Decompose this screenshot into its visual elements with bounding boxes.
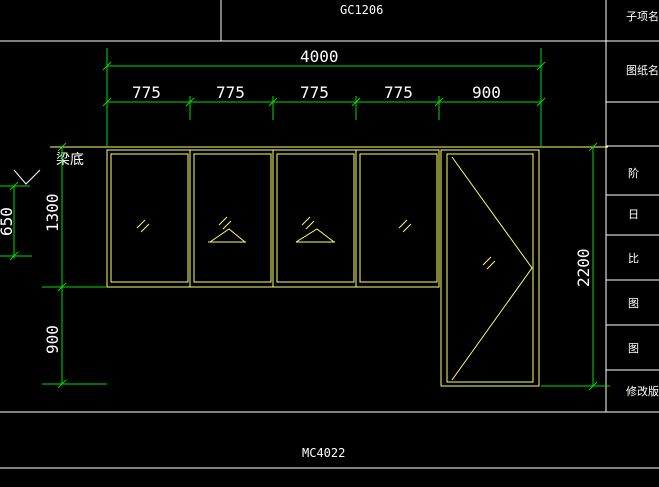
sash-open-indicator-2 bbox=[209, 228, 246, 243]
window-pane-4 bbox=[359, 153, 438, 283]
sash-open-indicator-3 bbox=[295, 228, 335, 243]
title-block-row-0: 子项名称 bbox=[626, 9, 659, 23]
dim-segment-1: 775 bbox=[132, 83, 161, 102]
glass-mark bbox=[398, 219, 408, 229]
glass-mark bbox=[136, 219, 146, 229]
dim-tick bbox=[57, 142, 67, 152]
title-block-row-7: 修改版次 bbox=[626, 384, 659, 398]
window-pane-3 bbox=[276, 153, 355, 283]
dim-segment-4: 775 bbox=[384, 83, 413, 102]
dim-tick bbox=[9, 181, 19, 191]
dim-tick bbox=[57, 379, 67, 389]
glass-mark bbox=[301, 216, 311, 226]
dim-segment-2: 775 bbox=[216, 83, 245, 102]
title-block-row-6: 图 bbox=[628, 342, 639, 355]
title-block-row-4: 比 bbox=[628, 252, 639, 265]
title-block-labels: 子项名称 图纸名称 阶 日 比 图 图 修改版次 bbox=[626, 9, 659, 398]
drawing-frame bbox=[0, 0, 659, 469]
beam-bottom-label: 梁底 bbox=[56, 152, 84, 168]
dim-left-1300: 1300 bbox=[43, 193, 62, 232]
glass-mark bbox=[402, 223, 412, 233]
dim-tick bbox=[588, 142, 598, 152]
title-block-row-1: 图纸名称 bbox=[626, 63, 659, 77]
dim-overall-width: 4000 bbox=[300, 47, 339, 66]
glass-mark bbox=[305, 220, 315, 230]
dimension-lines bbox=[0, 48, 610, 391]
window-frame bbox=[106, 149, 540, 387]
dim-tick bbox=[9, 251, 19, 261]
dim-left-900: 900 bbox=[43, 325, 62, 354]
dim-tick bbox=[102, 97, 112, 107]
title-block-row-5: 图 bbox=[628, 297, 639, 310]
dim-tick bbox=[57, 282, 67, 292]
window-pane-2 bbox=[193, 153, 272, 283]
title-block bbox=[606, 40, 659, 371]
glass-mark bbox=[482, 256, 492, 266]
dim-left-650: 650 bbox=[0, 207, 16, 236]
dim-tick bbox=[268, 97, 278, 107]
bottom-code-label: MC4022 bbox=[302, 446, 345, 460]
beam-marker-triangle bbox=[13, 169, 41, 185]
window-pane-1 bbox=[110, 153, 189, 283]
top-code-label: GC1206 bbox=[340, 3, 383, 17]
title-block-row-2: 阶 bbox=[628, 166, 639, 180]
dim-tick bbox=[351, 97, 361, 107]
door-outer bbox=[440, 149, 540, 387]
dim-tick bbox=[536, 61, 546, 71]
door-swing-indicator bbox=[451, 156, 533, 381]
glass-mark bbox=[140, 223, 150, 233]
dim-tick bbox=[102, 61, 112, 71]
dim-tick bbox=[536, 97, 546, 107]
dim-tick bbox=[185, 97, 195, 107]
glass-mark bbox=[222, 220, 232, 230]
glass-mark bbox=[218, 216, 228, 226]
dim-segment-3: 775 bbox=[300, 83, 329, 102]
dim-tick bbox=[588, 381, 598, 391]
dim-right-2200: 2200 bbox=[574, 248, 593, 287]
door-inner bbox=[446, 153, 534, 383]
dim-tick bbox=[434, 97, 444, 107]
glass-mark bbox=[486, 260, 496, 270]
title-block-row-3: 日 bbox=[628, 208, 639, 221]
dim-segment-5: 900 bbox=[472, 83, 501, 102]
